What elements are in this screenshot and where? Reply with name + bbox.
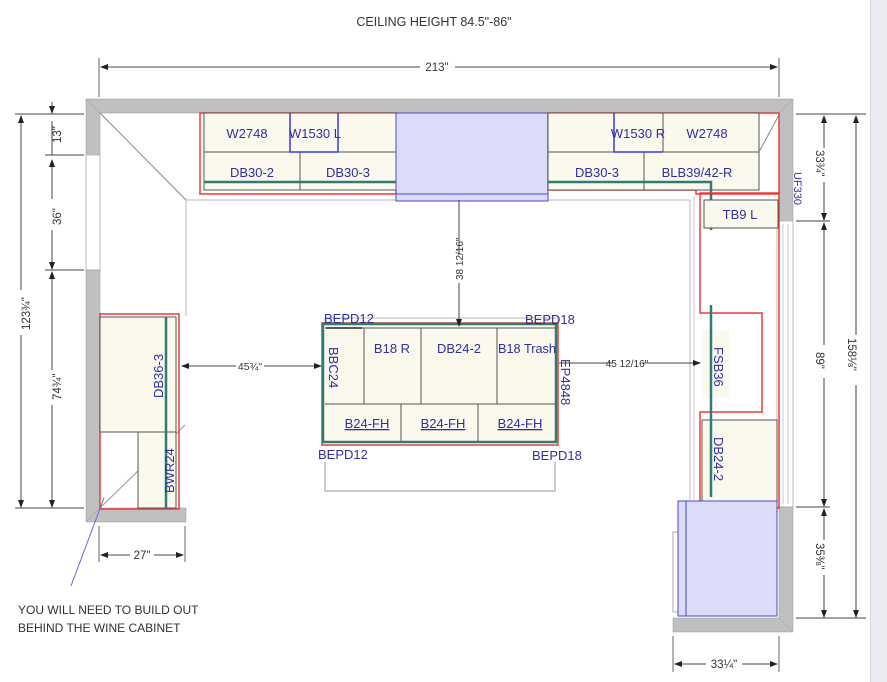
dim-right-window: 89": [813, 352, 825, 369]
svg-text:B24-FH: B24-FH: [498, 416, 543, 431]
dim-left-window: 36": [52, 208, 64, 225]
note-line-2: BEHIND THE WINE CABINET: [18, 621, 181, 635]
svg-text:B18 R: B18 R: [374, 341, 410, 356]
left-wall-run: DB36-3 BWR24: [99, 313, 180, 510]
dim-right-top: 33¾": [813, 150, 825, 176]
right-return-dimension: 33¼": [672, 636, 780, 672]
svg-text:BWR24: BWR24: [162, 448, 177, 493]
aisle-right-dimension: 45 12/16": [559, 359, 701, 370]
cabinet-db36-3[interactable]: DB36-3: [151, 354, 166, 398]
cabinet-b18-r[interactable]: B18 R: [374, 341, 410, 356]
range-appliance[interactable]: [395, 112, 549, 202]
cabinet-b18-trash[interactable]: B18 Trash: [498, 341, 556, 356]
svg-text:B24-FH: B24-FH: [345, 416, 390, 431]
dim-left-lower: 74¾": [52, 374, 64, 400]
end-panel-bepd12-bottom: BEPD12: [318, 447, 368, 462]
end-panel-bepd12-top: BEPD12: [324, 311, 374, 326]
note-line-1: YOU WILL NEED TO BUILD OUT: [18, 603, 199, 617]
dim-left-total: 123¾": [21, 297, 33, 330]
svg-text:EP4848: EP4848: [558, 359, 573, 405]
cabinet-b24-fh-3[interactable]: B24-FH: [498, 416, 543, 431]
end-panel-ep4848[interactable]: EP4848: [558, 359, 573, 405]
dim-left-top: 13": [52, 126, 64, 143]
overall-width-dimension: 213": [98, 58, 780, 97]
cabinet-db30-3-right[interactable]: DB30-3: [575, 165, 619, 180]
walls: [85, 98, 794, 633]
scrollbar-gutter[interactable]: [870, 0, 887, 682]
cabinet-w2748-right[interactable]: W2748: [686, 126, 727, 141]
svg-text:45 12/16": 45 12/16": [606, 359, 649, 370]
svg-text:DB36-3: DB36-3: [151, 354, 166, 398]
svg-text:33¼": 33¼": [711, 659, 737, 671]
cabinet-tb9-l[interactable]: TB9 L: [723, 207, 758, 222]
ceiling-height-title: CEILING HEIGHT 84.5"-86": [356, 15, 511, 29]
refrigerator-appliance[interactable]: [672, 500, 778, 617]
svg-text:W1530 R: W1530 R: [611, 126, 665, 141]
cabinet-blb39-42-r[interactable]: BLB39/42-R: [662, 165, 733, 180]
left-dimensions: 13" 36" 74¾" 123¾": [15, 102, 84, 509]
island: BEPD12 BEPD18 BEPD12 BEPD18 BBC24 B18 R …: [318, 311, 582, 492]
svg-text:BLB39/42-R: BLB39/42-R: [662, 165, 733, 180]
svg-text:B24-FH: B24-FH: [421, 416, 466, 431]
svg-text:UF330: UF330: [791, 172, 803, 205]
dim-right-lower: 35⅜": [813, 543, 825, 569]
svg-text:213": 213": [425, 62, 448, 74]
right-dimensions: 33¾" 89" 35⅜" 158⅛": [796, 113, 866, 619]
cabinet-w2748-left[interactable]: W2748: [226, 126, 267, 141]
svg-text:27": 27": [134, 550, 151, 562]
cabinet-db30-2[interactable]: DB30-2: [230, 165, 274, 180]
svg-text:DB30-3: DB30-3: [326, 165, 370, 180]
cabinet-db24-2-island[interactable]: DB24-2: [437, 341, 481, 356]
svg-text:TB9 L: TB9 L: [723, 207, 758, 222]
filler-uf330[interactable]: UF330: [791, 172, 803, 205]
cabinet-db24-2-right[interactable]: DB24-2: [711, 437, 726, 481]
aisle-top-dimension: 38 12/16": [455, 200, 466, 327]
aisle-left-dimension: 45¾": [181, 361, 322, 373]
note-leader-line: [70, 497, 105, 587]
cabinet-w1530-l[interactable]: W1530 L: [289, 126, 341, 141]
svg-text:DB30-3: DB30-3: [575, 165, 619, 180]
left-return-dimension: 27": [98, 526, 186, 562]
cabinet-bbc24[interactable]: BBC24: [326, 347, 341, 388]
cabinet-b24-fh-1[interactable]: B24-FH: [345, 416, 390, 431]
svg-text:W2748: W2748: [226, 126, 267, 141]
svg-text:BBC24: BBC24: [326, 347, 341, 388]
end-panel-bepd18-top: BEPD18: [525, 312, 575, 327]
wine-cabinet-bwr24[interactable]: BWR24: [162, 448, 177, 493]
cabinet-b24-fh-2[interactable]: B24-FH: [421, 416, 466, 431]
cabinet-w1530-r[interactable]: W1530 R: [611, 126, 665, 141]
svg-text:DB24-2: DB24-2: [711, 437, 726, 481]
svg-text:W1530 L: W1530 L: [289, 126, 341, 141]
sink-fsb36[interactable]: FSB36: [711, 347, 726, 387]
top-wall-right-run: W1530 R W2748 DB30-3 BLB39/42-R: [547, 112, 780, 230]
svg-text:FSB36: FSB36: [711, 347, 726, 387]
cabinet-db30-3-left[interactable]: DB30-3: [326, 165, 370, 180]
end-panel-bepd18-bottom: BEPD18: [532, 448, 582, 463]
svg-text:DB30-2: DB30-2: [230, 165, 274, 180]
svg-text:38 12/16": 38 12/16": [455, 237, 466, 280]
svg-text:B18 Trash: B18 Trash: [498, 341, 556, 356]
svg-text:45¾": 45¾": [238, 361, 262, 373]
dim-right-total: 158⅛": [845, 338, 857, 371]
svg-text:DB24-2: DB24-2: [437, 341, 481, 356]
top-wall-left-run: W2748 W1530 L DB30-2 DB30-3: [199, 112, 397, 195]
svg-text:W2748: W2748: [686, 126, 727, 141]
